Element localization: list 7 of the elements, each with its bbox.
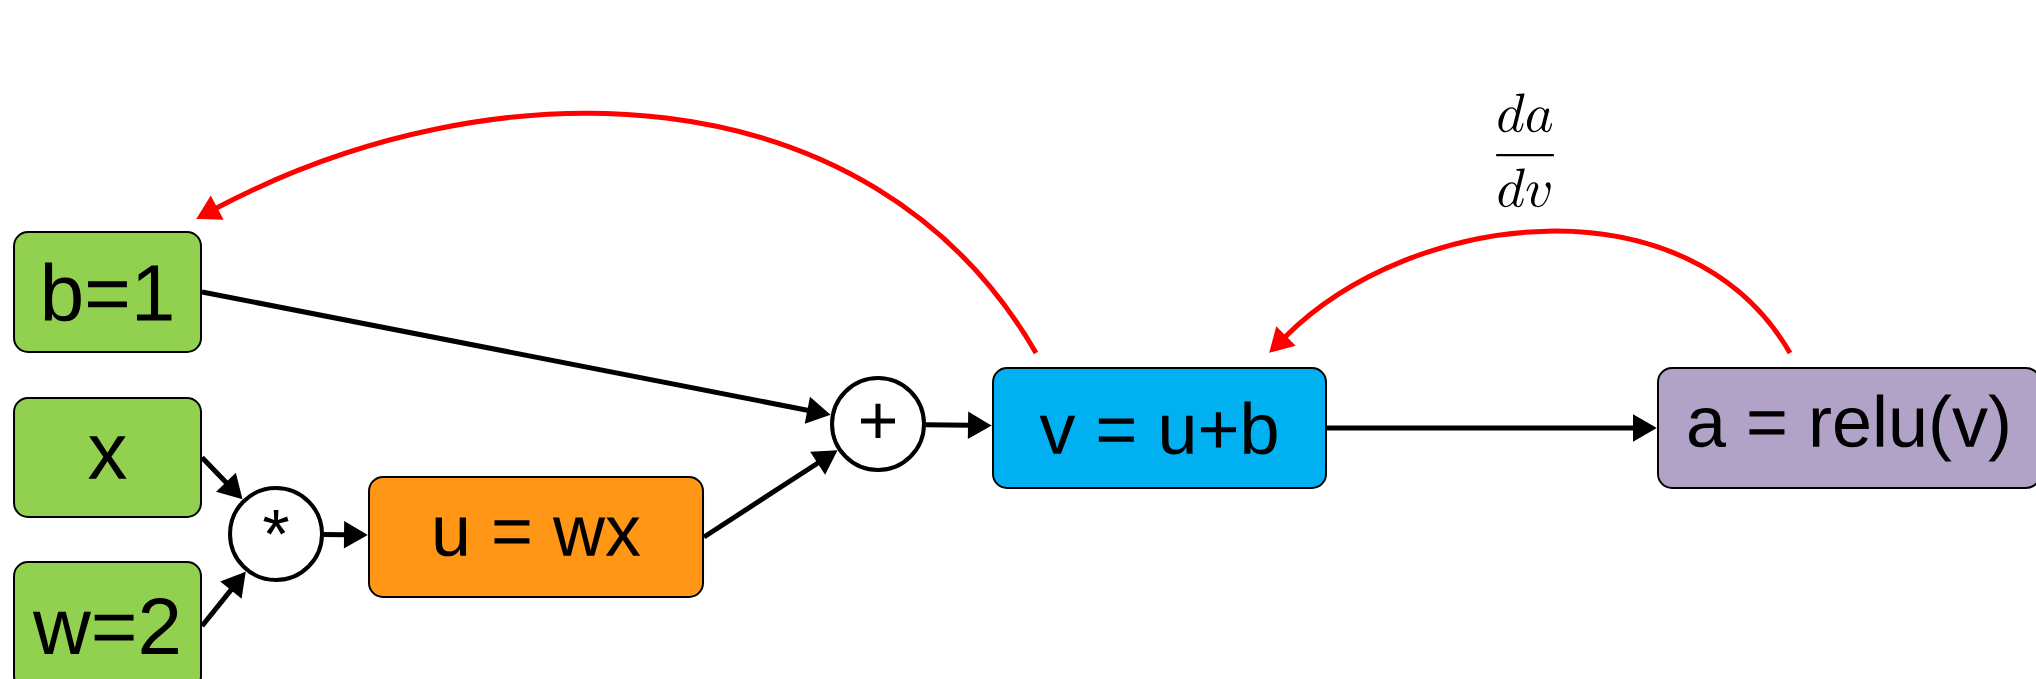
process-box: u = wx: [368, 476, 704, 598]
process-box: x: [13, 397, 202, 518]
edge-label: $\frac{da}{dv}$: [1484, 87, 1566, 213]
process-box: w=2: [13, 561, 202, 679]
process-box: v = u+b: [992, 367, 1327, 489]
process-box: a = relu(v): [1657, 367, 2036, 489]
process-box: b=1: [13, 231, 202, 353]
